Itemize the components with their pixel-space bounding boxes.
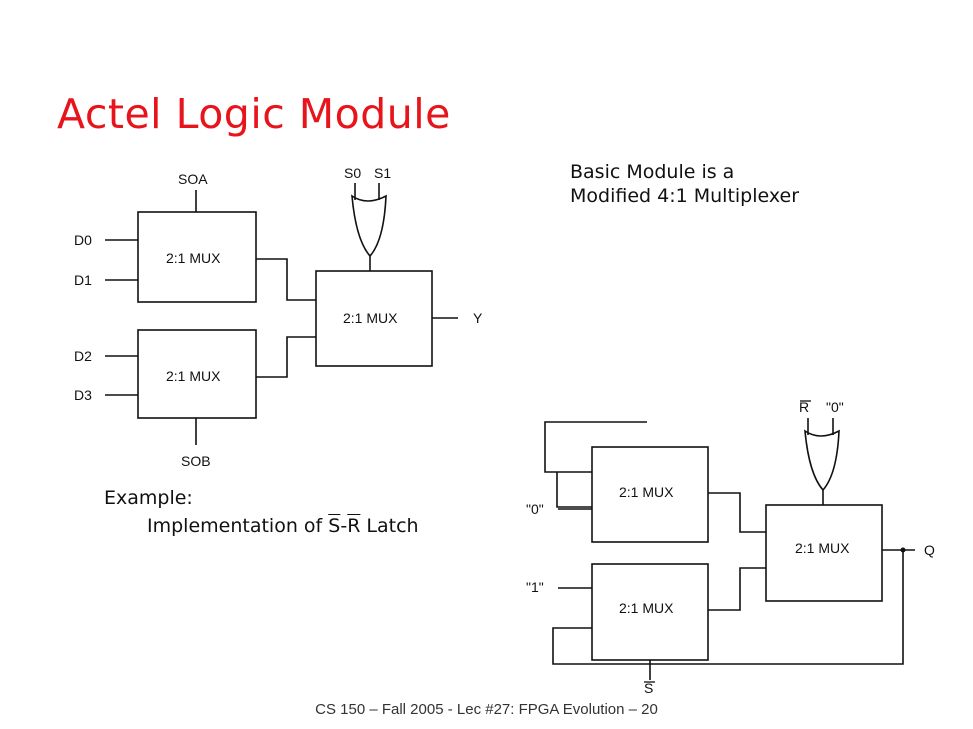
input-d1-label: D1 bbox=[74, 272, 92, 288]
slide-footer: CS 150 – Fall 2005 - Lec #27: FPGA Evolu… bbox=[315, 701, 658, 718]
output-y-label: Y bbox=[473, 310, 483, 326]
select-s1-label: S1 bbox=[374, 165, 391, 181]
example-dash: - bbox=[340, 515, 348, 537]
example-label: Example: bbox=[104, 487, 193, 509]
input-d3-label: D3 bbox=[74, 387, 92, 403]
latch-or-gate-icon bbox=[804, 429, 840, 492]
mux-top bbox=[137, 211, 257, 303]
mux-bottom bbox=[137, 329, 257, 419]
input-d0-label: D0 bbox=[74, 232, 92, 248]
mux-bottom-label: 2:1 MUX bbox=[166, 368, 221, 384]
s-bar-label: S bbox=[328, 515, 341, 537]
input-d2-label: D2 bbox=[74, 348, 92, 364]
slide-title: Actel Logic Module bbox=[57, 90, 451, 138]
select-sob-label: SOB bbox=[181, 453, 211, 469]
latch-mux-output bbox=[765, 504, 883, 602]
latch-mux-top bbox=[591, 446, 709, 543]
description-line-1: Basic Module is a bbox=[570, 161, 735, 183]
latch-mux-top-label: 2:1 MUX bbox=[619, 484, 674, 500]
const-0-label: "0" bbox=[526, 501, 544, 517]
description-line-2: Modified 4:1 Multiplexer bbox=[570, 185, 800, 207]
or-zero-input-label: "0" bbox=[826, 399, 844, 415]
junction-dot bbox=[900, 547, 906, 553]
mux-top-label: 2:1 MUX bbox=[166, 250, 221, 266]
mux-output-label: 2:1 MUX bbox=[343, 310, 398, 326]
example-text: Implementation of S-R Latch bbox=[147, 515, 419, 538]
r-bar-label: R bbox=[347, 515, 361, 537]
actel-module-diagram bbox=[105, 183, 458, 445]
r-bar-input-label: R bbox=[799, 399, 809, 415]
example-prefix: Implementation of bbox=[147, 515, 329, 537]
sr-latch-diagram bbox=[544, 418, 915, 680]
select-s0-label: S0 bbox=[344, 165, 361, 181]
s-bar-input-label: S bbox=[644, 680, 653, 696]
latch-mux-bottom-label: 2:1 MUX bbox=[619, 600, 674, 616]
select-soa-label: SOA bbox=[178, 171, 208, 187]
latch-mux-output-label: 2:1 MUX bbox=[795, 540, 850, 556]
example-suffix: Latch bbox=[360, 515, 419, 537]
const-1-label: "1" bbox=[526, 579, 544, 595]
or-gate-icon bbox=[351, 194, 387, 258]
output-q-label: Q bbox=[924, 542, 935, 558]
